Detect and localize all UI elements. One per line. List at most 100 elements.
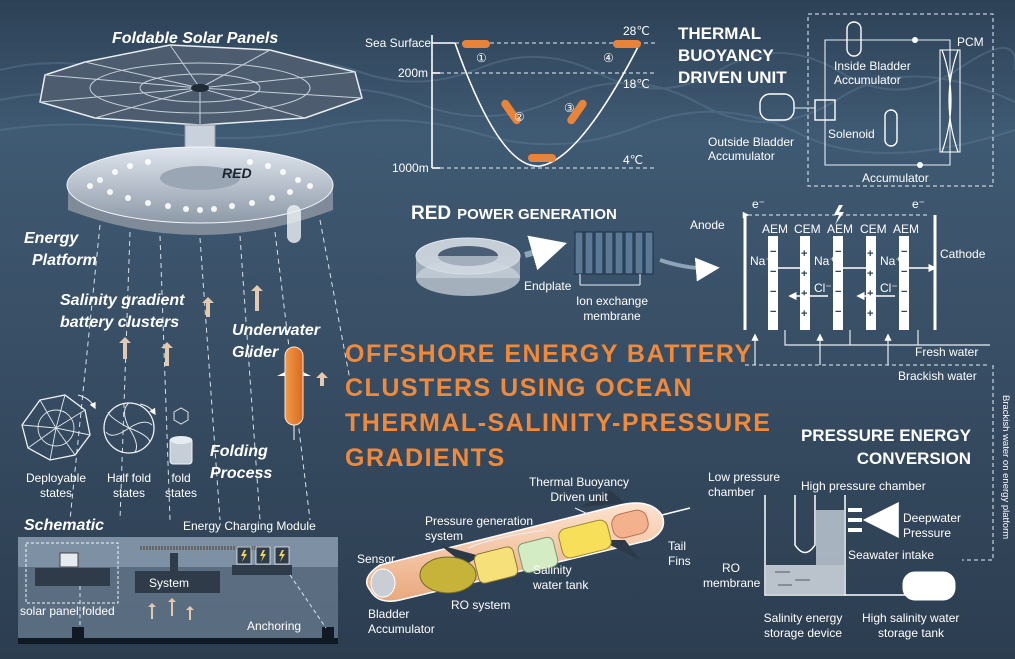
svg-text:−: − xyxy=(835,246,841,258)
thermal-unit-frame xyxy=(807,13,994,187)
glider-cutaway xyxy=(365,490,691,602)
thermal-circuit xyxy=(759,21,961,168)
energy-platform-disk xyxy=(66,146,334,235)
depth-200m: 200m xyxy=(398,66,428,80)
battery-cluster-markers xyxy=(119,285,328,386)
charging-module-label: Energy Charging Module xyxy=(183,519,316,533)
svg-text:−: − xyxy=(770,266,776,278)
svg-text:+: + xyxy=(801,248,807,260)
anchoring-label: Anchoring xyxy=(247,619,301,633)
svg-text:+: + xyxy=(867,288,873,300)
stack-arrow xyxy=(524,235,567,271)
solar-panel-array xyxy=(39,44,363,126)
folded-panel-label: solar panel folded xyxy=(20,604,115,618)
brackish-vertical-note: Brackish water on energy platform xyxy=(1000,395,1011,539)
na-ion-2: Na⁺ xyxy=(814,254,836,268)
main-title-line-3: THERMAL-SALINITY-PRESSURE xyxy=(345,409,771,437)
half-fold-state-icon xyxy=(103,402,155,454)
cl-ion-2: Cl⁻ xyxy=(880,281,898,295)
svg-text:−: − xyxy=(901,306,907,318)
svg-text:−: − xyxy=(835,286,841,298)
endplate-label: Endplate xyxy=(524,279,572,293)
depth-profile-axes xyxy=(431,35,655,169)
sensor-label: Sensor xyxy=(357,552,395,566)
thermal-unit-leader xyxy=(574,507,591,516)
svg-text:+: + xyxy=(867,268,873,280)
na-ion-3: Na⁺ xyxy=(880,254,902,268)
na-ion-1: Na⁺ xyxy=(750,254,772,268)
membrane-stack xyxy=(574,231,654,286)
depth-sea-surface: Sea Surface xyxy=(365,36,431,50)
marker-4: ④ xyxy=(603,51,614,65)
cathode-label: Cathode xyxy=(940,247,986,261)
svg-text:+: + xyxy=(801,268,807,280)
temp-28: 28℃ xyxy=(623,24,650,38)
membrane-aem-3: AEM xyxy=(893,222,919,236)
svg-text:−: − xyxy=(770,246,776,258)
anode-label: Anode xyxy=(690,218,725,232)
membrane-cem-2: CEM xyxy=(860,222,887,236)
system-label: System xyxy=(149,576,189,590)
main-title-line-2: CLUSTERS USING OCEAN xyxy=(345,374,693,402)
red-stack-ring xyxy=(415,237,521,296)
temp-18: 18℃ xyxy=(623,77,650,91)
electron-right: e⁻ xyxy=(912,197,925,211)
docked-glider xyxy=(287,205,301,243)
pcm-label: PCM xyxy=(957,35,984,49)
temp-4: 4℃ xyxy=(623,153,643,167)
marker-2: ② xyxy=(514,110,525,124)
solar-panels-label: Foldable Solar Panels xyxy=(112,30,278,47)
pressure-system-brace xyxy=(467,529,546,549)
zoom-arrow xyxy=(659,257,720,282)
svg-text:+: + xyxy=(801,288,807,300)
cl-ion-1: Cl⁻ xyxy=(814,281,832,295)
svg-text:−: − xyxy=(835,306,841,318)
ro-system-label: RO system xyxy=(451,598,510,612)
fresh-water-label: Fresh water xyxy=(915,345,978,359)
red-tag: RED xyxy=(222,165,252,181)
schematic-panel xyxy=(18,537,338,644)
svg-text:−: − xyxy=(770,306,776,318)
brackish-water-label: Brackish water xyxy=(898,369,977,383)
svg-text:−: − xyxy=(901,246,907,258)
marker-3: ③ xyxy=(564,101,575,115)
main-title-line-4: GRADIENTS xyxy=(345,444,506,472)
red-cell: −−−− ++++ −−−− ++++ −−−− xyxy=(743,205,990,366)
main-title-line-1: OFFSHORE ENERGY BATTERY xyxy=(345,340,753,368)
svg-text:−: − xyxy=(770,286,776,298)
svg-text:+: + xyxy=(867,248,873,260)
svg-text:−: − xyxy=(835,266,841,278)
electron-left: e⁻ xyxy=(752,197,765,211)
membrane-aem-1: AEM xyxy=(762,222,788,236)
membrane-cem-1: CEM xyxy=(794,222,821,236)
svg-text:+: + xyxy=(867,308,873,320)
schematic-title: Schematic xyxy=(24,517,104,534)
high-pressure-label: High pressure chamber xyxy=(801,479,926,493)
membrane-aem-2: AEM xyxy=(827,222,853,236)
accumulator-label: Accumulator xyxy=(862,171,929,185)
fold-arrow-1 xyxy=(77,394,96,410)
underwater-glider xyxy=(277,346,311,440)
glider-position-markers xyxy=(462,40,641,162)
